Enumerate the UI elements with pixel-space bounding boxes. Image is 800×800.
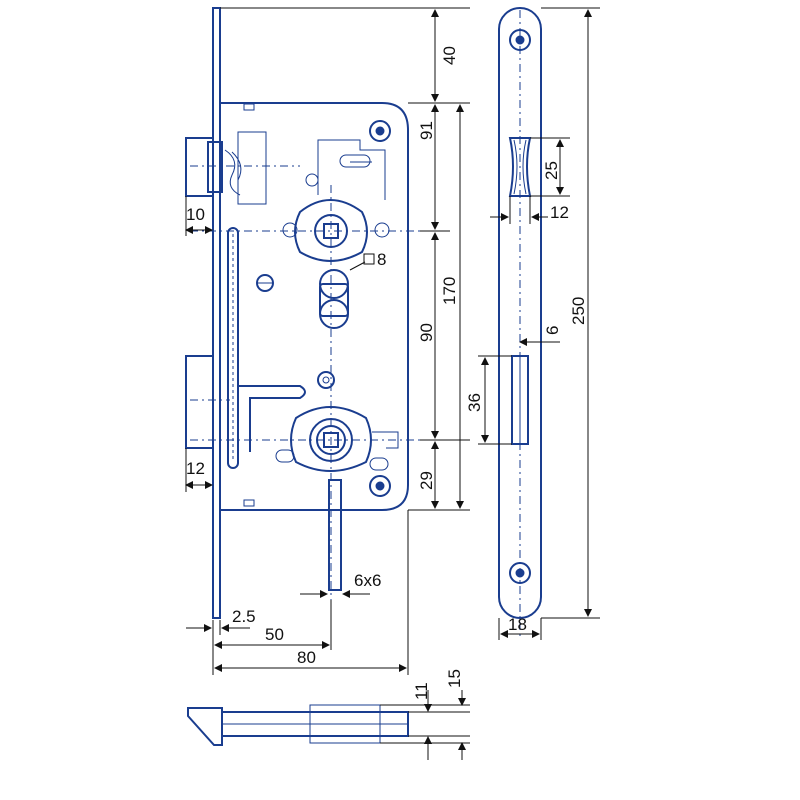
dim-50: 50 (265, 625, 284, 644)
dim-80: 80 (297, 648, 316, 667)
rack-bar (227, 227, 239, 469)
dim-12-left: 12 (186, 459, 205, 478)
latch-bolt (185, 131, 267, 205)
dim-29: 29 (417, 471, 436, 490)
dead-bolt (185, 355, 214, 449)
dim-18: 18 (508, 615, 527, 634)
vertical-dimensions (220, 7, 470, 511)
dim-90: 90 (417, 323, 436, 342)
cylinder-slot (319, 269, 349, 329)
dim-91: 91 (417, 121, 436, 140)
dim-170: 170 (440, 277, 459, 305)
dim-11: 11 (412, 682, 431, 700)
dim-12-right: 12 (550, 203, 569, 222)
lower-screw (369, 475, 391, 497)
dim-6: 6 (543, 326, 562, 335)
upper-screw (369, 120, 391, 142)
dim-25: 25 (542, 161, 561, 180)
dim-8: 8 (377, 250, 386, 269)
lever-arm (238, 385, 306, 452)
dim-8-marker (349, 253, 375, 271)
small-cam (256, 274, 274, 292)
lock-side-view (187, 704, 409, 746)
dim-36: 36 (465, 393, 484, 412)
faceplate-view (498, 7, 542, 640)
dim-10: 10 (186, 205, 205, 224)
dim-15: 15 (445, 669, 464, 688)
dim-40: 40 (440, 46, 459, 65)
lock-case (220, 102, 409, 511)
lock-front-view (185, 7, 420, 619)
dim-2-5: 2.5 (232, 607, 256, 626)
faceplate-strip (212, 7, 221, 619)
square-spindle (328, 479, 342, 591)
dim-6x6: 6x6 (354, 571, 381, 590)
lower-follower (275, 406, 399, 472)
dim-250: 250 (569, 297, 588, 325)
